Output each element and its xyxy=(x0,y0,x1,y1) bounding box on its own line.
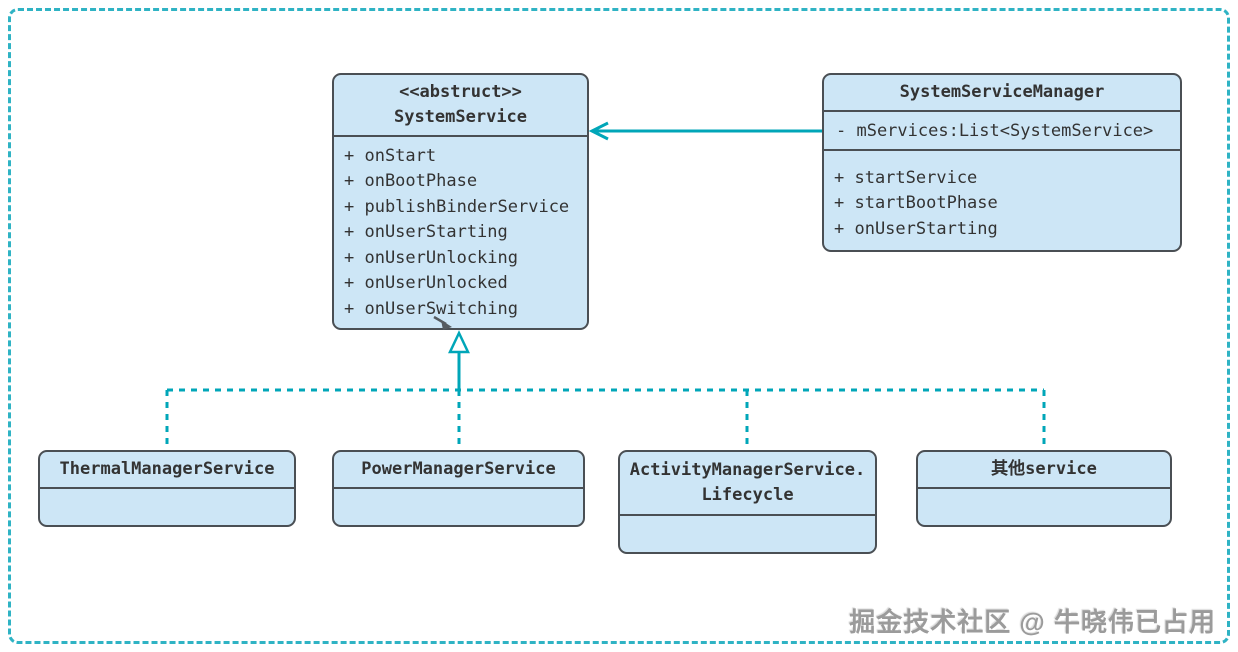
class-title-power: PowerManagerService xyxy=(334,452,583,489)
method-row: + publishBinderService xyxy=(344,196,570,217)
empty-section xyxy=(620,516,875,552)
watermark-text: 掘金技术社区 @ 牛晓伟已占用 xyxy=(849,607,1216,637)
class-name: SystemServiceManager xyxy=(899,82,1105,102)
class-box-systemservice: <<abstruct>> SystemService + onStart + o… xyxy=(332,73,589,330)
empty-section xyxy=(918,489,1170,525)
class-title-systemservice: <<abstruct>> SystemService xyxy=(334,75,587,137)
method-row: + onUserSwitching xyxy=(344,298,518,319)
method-row: + startService xyxy=(834,167,978,188)
class-name: SystemService xyxy=(393,107,528,127)
class-title-other: 其他service xyxy=(918,452,1170,489)
class-title-systemservicemanager: SystemServiceManager xyxy=(824,75,1180,112)
inheritance-connector-lines xyxy=(165,388,1046,449)
empty-section xyxy=(40,489,294,525)
class-name: ThermalManagerService xyxy=(59,459,275,479)
stereotype-label: <<abstruct>> xyxy=(399,82,522,102)
class-title-activity: ActivityManagerService. Lifecycle xyxy=(620,452,875,516)
method-row: + startBootPhase xyxy=(834,193,998,214)
inheritance-arrow xyxy=(448,330,470,390)
method-row: + onUserUnlocked xyxy=(344,273,508,294)
class-box-thermalmanagerservice: ThermalManagerService xyxy=(38,450,296,527)
class-box-activitymanagerservice-lifecycle: ActivityManagerService. Lifecycle xyxy=(618,450,877,554)
class-box-other-service: 其他service xyxy=(916,450,1172,527)
fields-section-systemservicemanager: - mServices:List<SystemService> xyxy=(824,112,1180,151)
association-arrow xyxy=(588,121,822,141)
method-row: + onBootPhase xyxy=(344,171,478,192)
method-row: + onUserStarting xyxy=(344,222,508,243)
class-name: PowerManagerService xyxy=(361,459,556,479)
class-title-thermal: ThermalManagerService xyxy=(40,452,294,489)
class-name-line1: ActivityManagerService. xyxy=(629,460,866,480)
empty-section xyxy=(334,489,583,525)
class-box-systemservicemanager: SystemServiceManager - mServices:List<Sy… xyxy=(822,73,1182,252)
methods-section-systemservice: + onStart + onBootPhase + publishBinderS… xyxy=(334,137,587,322)
field-row: - mServices:List<SystemService> xyxy=(836,120,1154,141)
method-row: + onUserUnlocking xyxy=(344,247,518,268)
method-row: + onUserStarting xyxy=(834,218,998,239)
method-row: + onStart xyxy=(344,145,437,166)
class-box-powermanagerservice: PowerManagerService xyxy=(332,450,585,527)
class-name-line2: Lifecycle xyxy=(701,485,794,505)
class-name: 其他service xyxy=(991,459,1097,479)
methods-section-systemservicemanager: + startService + startBootPhase + onUser… xyxy=(824,151,1180,242)
